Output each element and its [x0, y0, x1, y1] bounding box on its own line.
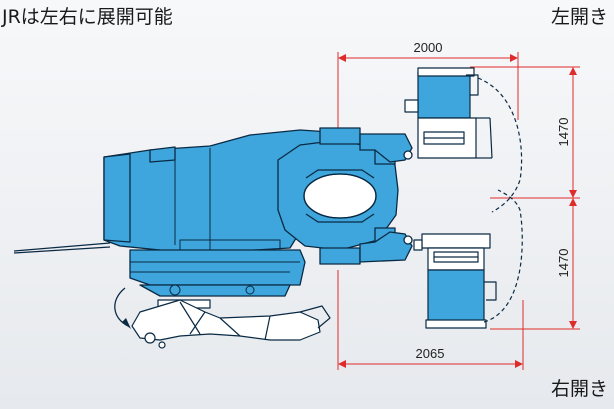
- lower-swing-arc: [483, 189, 523, 323]
- upper-connector-arm: [359, 133, 413, 163]
- lower-unit: [413, 233, 497, 329]
- rear-stick: [13, 242, 111, 254]
- top-width-value: 2000: [414, 40, 443, 55]
- right-open-label: 右開き: [550, 378, 608, 400]
- diagram-heading: JRは左右に展開可能: [2, 6, 173, 28]
- lower-height-value: 1470: [556, 249, 571, 278]
- bottom-width-value: 2065: [416, 346, 445, 361]
- lower-connector-arm: [359, 231, 413, 263]
- folded-linkage: [131, 299, 331, 349]
- upper-unit: [404, 67, 493, 159]
- machine-body-details: [130, 148, 300, 296]
- upper-swing-arc: [477, 77, 523, 213]
- rotating-head: [277, 127, 399, 265]
- dimension-lines: [337, 52, 580, 370]
- rotation-arrowhead: [122, 318, 131, 329]
- left-open-label: 左開き: [550, 6, 608, 28]
- upper-height-value: 1470: [556, 118, 571, 147]
